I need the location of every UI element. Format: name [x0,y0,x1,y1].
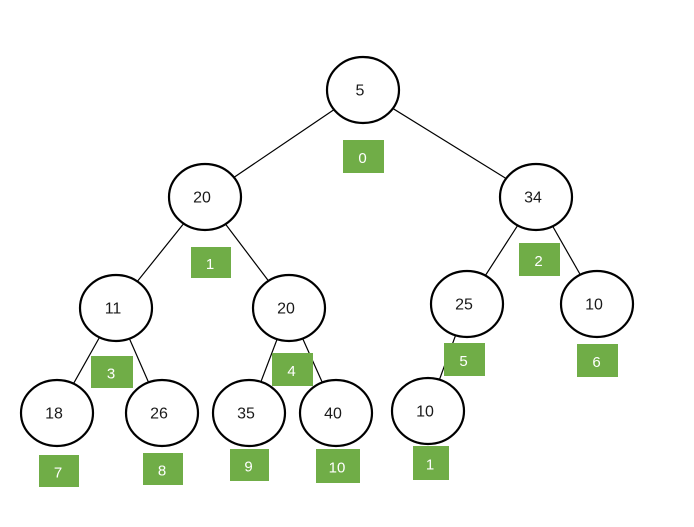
node-value: 18 [45,406,63,423]
tree-node-circle [390,376,466,446]
tree-node-circle [429,269,505,339]
tree-node: 35 [211,378,287,448]
index-label-box [577,344,618,377]
index-label-text: 2 [534,253,542,270]
index-label-text: 6 [592,354,600,371]
tree-node-circle [19,378,95,448]
tree-node: 40 [298,378,374,448]
index-label-box [444,343,485,376]
tree-node: 25 [429,269,505,339]
node-value: 34 [524,190,542,207]
node-value: 26 [150,406,168,423]
tree-node-circle [559,269,635,339]
tree-node: 34 [498,162,574,232]
index-label-box [413,446,449,480]
index-label-box [272,353,313,386]
node-value: 35 [237,406,255,423]
index-label: 5 [444,343,485,376]
tree-node: 20 [167,162,243,232]
index-label: 0 [343,140,384,173]
tree-node-circle [498,162,574,232]
index-label: 8 [143,453,183,485]
tree-node: 11 [78,273,154,343]
node-value: 20 [277,301,295,318]
index-label-box [519,243,560,276]
index-label-text: 5 [459,353,467,370]
tree-node-circle [325,55,401,125]
index-label: 1 [413,446,449,480]
index-label: 7 [39,455,79,487]
node-value: 20 [193,190,211,207]
index-label: 1 [191,247,231,278]
node-value: 10 [585,297,603,314]
node-value: 40 [324,406,342,423]
index-label-text: 0 [358,150,366,167]
index-label: 9 [230,449,269,481]
tree-edges-layer [56,89,598,414]
index-label-text: 3 [107,366,115,383]
node-value: 10 [416,404,434,421]
index-label: 6 [577,344,618,377]
index-label: 10 [316,449,360,483]
tree-node: 10 [559,269,635,339]
tree-node-circle [251,273,327,343]
index-label-box [230,449,269,481]
tree-node: 5 [325,55,401,125]
tree-node-circle [78,273,154,343]
index-label: 4 [272,353,313,386]
tree-node: 10 [390,376,466,446]
index-label-box [343,140,384,173]
index-label-text: 4 [287,363,295,380]
tree-node-circle [124,378,200,448]
index-label-text: 7 [54,465,62,482]
tree-node: 18 [19,378,95,448]
node-value: 5 [356,83,365,100]
index-label: 3 [91,356,133,388]
index-label-box [91,356,133,388]
node-value: 11 [105,301,122,318]
index-label-text: 9 [244,459,252,476]
tree-node-circle [211,378,287,448]
index-label-text: 1 [206,256,214,273]
node-value: 25 [455,297,473,314]
tree-node: 20 [251,273,327,343]
index-label: 2 [519,243,560,276]
index-label-text: 10 [329,460,346,477]
index-label-box [316,449,360,483]
index-label-text: 1 [426,457,434,474]
tree-node-circle [298,378,374,448]
tree-node-circle [167,162,243,232]
index-label-box [39,455,79,487]
index-label-box [143,453,183,485]
tree-node: 26 [124,378,200,448]
index-label-box [191,247,231,278]
index-label-text: 8 [158,463,166,480]
